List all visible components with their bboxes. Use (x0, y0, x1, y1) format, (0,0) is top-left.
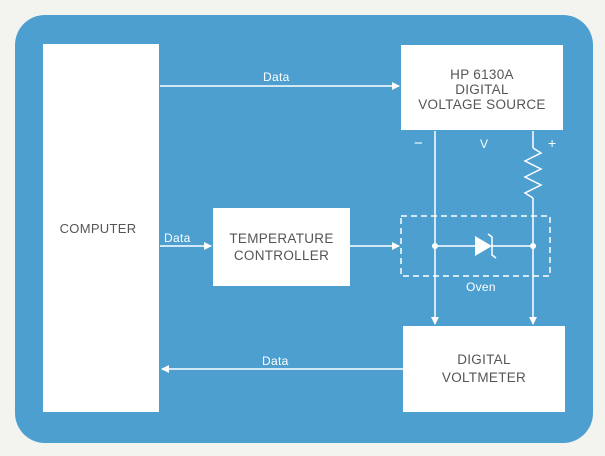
temperature-controller-block: TEMPERATURE CONTROLLER (213, 208, 350, 286)
voltmeter-line1: DIGITAL (457, 352, 511, 367)
junction-dot (530, 243, 536, 249)
voltage-source-model: HP 6130A (450, 67, 514, 82)
voltmeter-block: DIGITAL VOLTMETER (403, 326, 565, 412)
plus-label: + (548, 135, 557, 151)
voltage-label: V (480, 137, 489, 151)
zener-diode-icon (475, 236, 492, 256)
oven-enclosure (400, 215, 551, 277)
temperature-controller-line1: TEMPERATURE (229, 231, 334, 246)
computer-label: COMPUTER (59, 220, 137, 236)
resistor (523, 147, 543, 199)
oven-label: Oven (466, 280, 496, 294)
voltage-source-block: HP 6130A DIGITAL VOLTAGE SOURCE (401, 45, 563, 130)
temperature-controller-line2: CONTROLLER (233, 248, 330, 263)
data-label-middle: Data (164, 231, 191, 245)
computer-block: COMPUTER (43, 44, 159, 412)
junction-dot (432, 243, 438, 249)
minus-label: − (414, 135, 424, 152)
data-label-bottom: Data (262, 354, 289, 368)
data-label-top: Data (263, 70, 290, 84)
voltage-source-line3: VOLTAGE SOURCE (418, 97, 546, 112)
voltmeter-line2: VOLTMETER (441, 370, 527, 385)
voltage-source-line2: DIGITAL (455, 82, 509, 97)
